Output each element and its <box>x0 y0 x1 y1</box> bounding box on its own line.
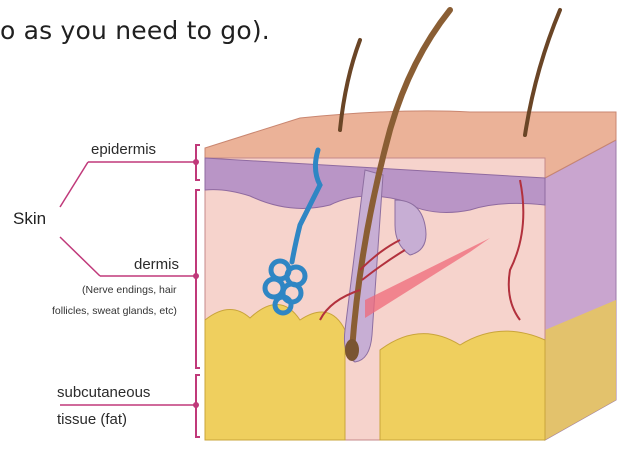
epidermis-label: epidermis <box>91 141 156 158</box>
fat-layer <box>205 304 345 440</box>
dermis-note-line1: (Nerve endings, hair <box>82 284 177 296</box>
hair-bulb <box>345 339 359 361</box>
fat-layer-right <box>380 331 545 440</box>
dermis-label: dermis <box>134 256 179 273</box>
subcutaneous-marker <box>193 402 199 408</box>
dermis-note-line2: follicles, sweat glands, etc) <box>52 305 177 317</box>
heading-fragment: o as you need to go). <box>0 16 270 45</box>
skin-label: Skin <box>13 209 46 229</box>
epidermis-marker <box>193 159 199 165</box>
subcutaneous-label: subcutaneous <box>57 384 150 401</box>
tissue-fat-label: tissue (fat) <box>57 411 127 428</box>
layer-brackets <box>196 145 200 437</box>
dermis-marker <box>193 273 199 279</box>
